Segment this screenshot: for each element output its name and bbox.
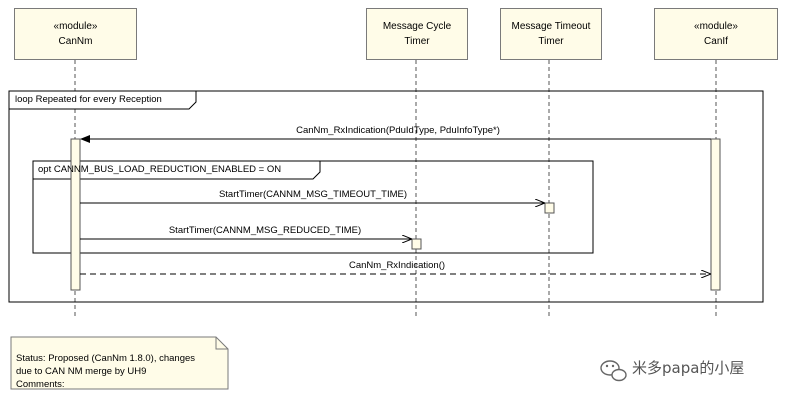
lifeline-head-canif: «module» CanIf: [654, 8, 778, 60]
note-line-1: Status: Proposed (CanNm 1.8.0), changes: [16, 353, 196, 364]
activation-cannm: [70, 138, 81, 291]
activation-canif: [710, 138, 721, 291]
msg-cycle-timer-line2: Timer: [404, 36, 430, 47]
message-label-start-timer-reduced: StartTimer(CANNM_MSG_REDUCED_TIME): [168, 225, 362, 236]
cannm-name: CanNm: [58, 36, 93, 47]
loop-frame: [8, 90, 764, 303]
canif-stereotype: «module»: [694, 21, 738, 32]
status-note: Status: Proposed (CanNm 1.8.0), changes …: [16, 352, 195, 391]
note-shape: [10, 336, 229, 390]
canif-name: CanIf: [704, 36, 728, 47]
lifeline-head-msg-timeout-timer: Message Timeout Timer: [500, 8, 602, 60]
message-label-start-timer-timeout: StartTimer(CANNM_MSG_TIMEOUT_TIME): [218, 189, 408, 200]
lifeline-head-msg-cycle-timer: Message Cycle Timer: [366, 8, 468, 60]
wechat-icon: [600, 360, 627, 382]
activation-msg-timeout-timer: [544, 202, 555, 214]
note-line-3: Comments:: [16, 379, 65, 390]
msg-timeout-timer-line2: Timer: [538, 36, 564, 47]
note-line-2: due to CAN NM merge by UH9: [16, 366, 147, 377]
message-label-rx-indication-call: CanNm_RxIndication(PduIdType, PduInfoTyp…: [296, 125, 500, 136]
watermark-text: 米多papa的小屋: [632, 359, 745, 377]
loop-frame-label: loop Repeated for every Reception: [15, 94, 162, 105]
loop-frame-tag: [8, 90, 197, 110]
opt-frame-label: opt CANNM_BUS_LOAD_REDUCTION_ENABLED = O…: [38, 164, 282, 175]
note-fold: [215, 337, 228, 350]
activation-msg-cycle-timer: [411, 238, 422, 250]
opt-frame-tag: [32, 160, 321, 180]
lifeline-head-cannm: «module» CanNm: [14, 8, 137, 60]
watermark: 米多papa的小屋: [632, 357, 744, 378]
message-label-rx-indication-return: CanNm_RxIndication(): [348, 260, 446, 271]
msg-cycle-timer-line1: Message Cycle: [382, 21, 452, 32]
cannm-stereotype: «module»: [53, 21, 98, 32]
msg-timeout-timer-line1: Message Timeout: [511, 21, 591, 32]
